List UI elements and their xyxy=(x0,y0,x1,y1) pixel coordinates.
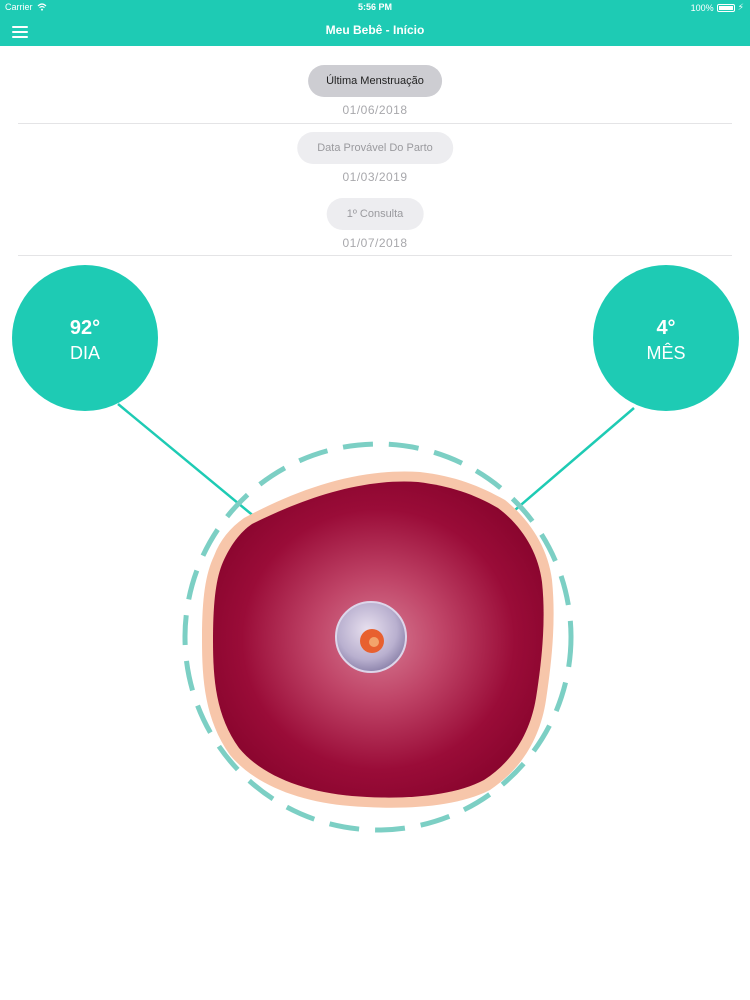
month-counter-circle: 4° MÊS xyxy=(593,265,739,411)
app-header: Carrier 5:56 PM 100% ⚡ Meu Bebê - Início xyxy=(0,0,750,46)
day-label: DIA xyxy=(69,343,100,363)
month-number: 4° xyxy=(656,317,676,339)
battery-percent: 100% xyxy=(690,2,714,13)
month-connector-line xyxy=(507,407,635,517)
last-menstruation-date: 01/06/2018 xyxy=(342,103,408,117)
divider xyxy=(18,255,732,256)
status-time: 5:56 PM xyxy=(357,2,392,12)
status-bar: Carrier 5:56 PM 100% ⚡ xyxy=(0,0,750,14)
last-menstruation-button[interactable]: Última Menstruação xyxy=(308,65,442,97)
hamburger-menu-icon[interactable] xyxy=(12,24,30,38)
due-date-value: 01/03/2019 xyxy=(342,170,408,184)
first-consultation-date: 01/07/2018 xyxy=(342,236,408,250)
first-consultation-button[interactable]: 1º Consulta xyxy=(326,198,424,230)
dashed-orbit-ring xyxy=(182,441,574,833)
charging-icon: ⚡ xyxy=(737,2,744,12)
embryo-core-center xyxy=(369,637,379,647)
divider xyxy=(18,123,732,124)
carrier-label: Carrier xyxy=(5,2,33,12)
month-label: MÊS xyxy=(646,343,686,363)
day-connector-line xyxy=(117,403,257,519)
day-counter-circle: 92° DIA xyxy=(12,265,158,411)
battery-icon xyxy=(716,3,735,12)
page-title: Meu Bebê - Início xyxy=(325,23,425,37)
day-number: 92° xyxy=(69,317,101,339)
embryo-sac-highlight xyxy=(335,601,407,673)
wifi-icon xyxy=(37,3,46,11)
due-date-button[interactable]: Data Provável Do Parto xyxy=(297,132,453,164)
